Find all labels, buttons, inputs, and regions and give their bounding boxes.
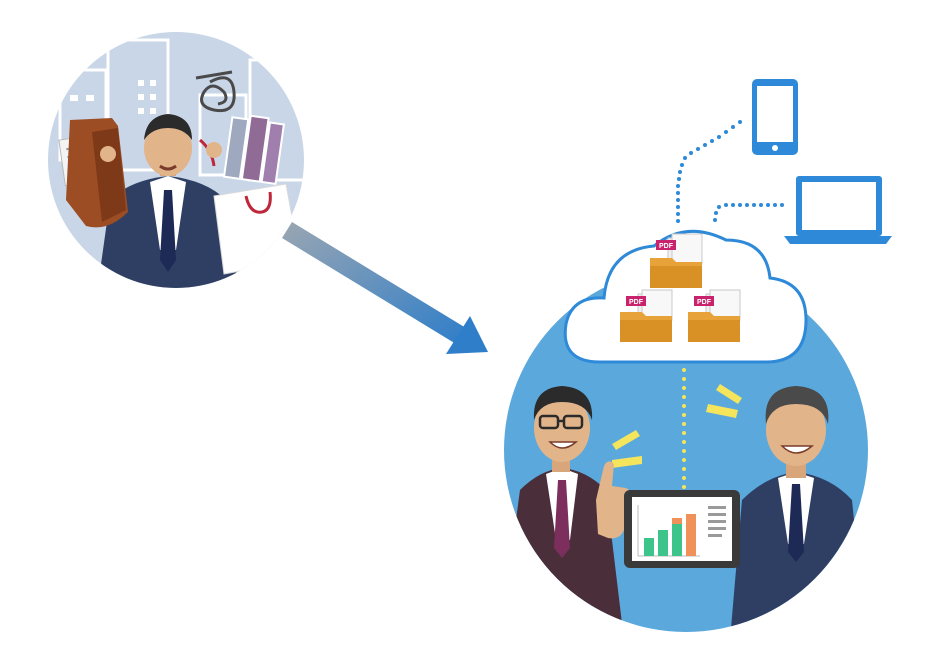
chart-bar (658, 530, 668, 556)
chart-bar (672, 518, 682, 524)
chart-bar (644, 538, 654, 556)
pdf-badge-label: PDF (697, 299, 712, 306)
laptop-icon (784, 176, 892, 244)
connector-lines (676, 120, 784, 223)
chart-bar (672, 524, 682, 556)
tablet-chart (624, 490, 740, 568)
pdf-badge-label: PDF (629, 299, 644, 306)
stressed-businessman (48, 32, 304, 288)
arrow-icon (282, 222, 488, 354)
pdf-badge-label: PDF (659, 243, 674, 250)
pdf-folder-icon: PDF (650, 233, 703, 288)
smartphone-icon (752, 79, 798, 155)
chart-bar (686, 514, 696, 556)
pdf-folder-icon: PDF (688, 289, 741, 342)
stress-scribble-icon (195, 70, 236, 113)
pdf-folder-icon: PDF (620, 289, 673, 342)
